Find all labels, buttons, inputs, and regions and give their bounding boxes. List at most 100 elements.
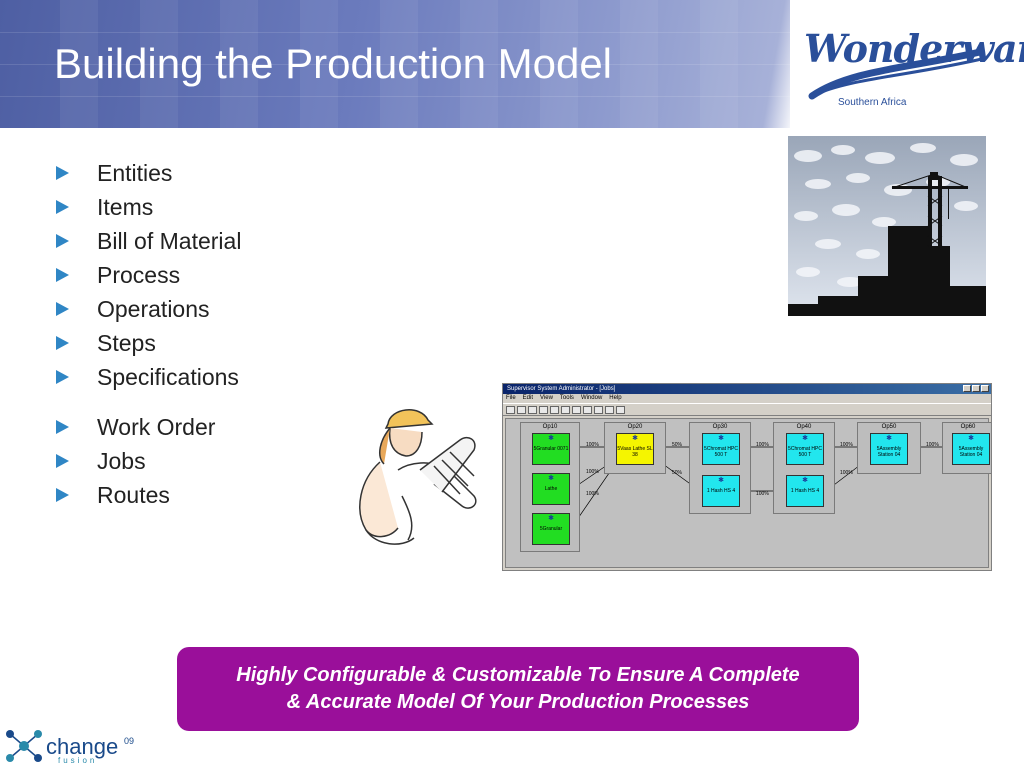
bullet-triangle-icon	[56, 420, 69, 434]
menu-window[interactable]: Window	[580, 395, 603, 401]
bullet-text: Process	[97, 261, 181, 288]
close-icon[interactable]	[981, 385, 989, 392]
step-node-label: Lathe	[544, 486, 558, 492]
bullet-item: Work Order	[56, 410, 241, 444]
app-toolbar	[503, 403, 991, 416]
step-node[interactable]: 5Assembly Station 04	[870, 433, 908, 465]
menu-view[interactable]: View	[540, 395, 553, 401]
percent-label: 100%	[756, 442, 769, 448]
step-node-label: 5Granular	[539, 526, 563, 532]
bullet-item: Specifications	[56, 360, 241, 394]
toolbar-link-icon[interactable]	[583, 405, 592, 414]
bullet-triangle-icon	[56, 370, 69, 384]
step-node[interactable]: 5Granular	[532, 513, 570, 545]
menu-file[interactable]: File	[506, 395, 516, 401]
step-node-label: 5Chromat HPC 500 T	[788, 446, 822, 458]
bullet-triangle-icon	[56, 200, 69, 214]
bullet-triangle-icon	[56, 166, 69, 180]
bullet-item: Steps	[56, 326, 241, 360]
callout-line-2: & Accurate Model Of Your Production Proc…	[286, 691, 750, 713]
operation-label: Op60	[960, 424, 976, 430]
bullet-item: Process	[56, 258, 241, 292]
bullet-item: Bill of Material	[56, 224, 241, 258]
bullet-text: Entities	[97, 159, 173, 186]
engineer-clipart	[350, 400, 490, 548]
wonderware-brand-text: Wonderware	[804, 26, 1024, 71]
percent-label: 100%	[586, 491, 599, 497]
xchange-logo: change 09 fusion	[2, 722, 182, 768]
toolbar-settings-icon[interactable]	[605, 405, 614, 414]
app-title-bar: Supervisor System Administrator - [Jobs]	[503, 384, 991, 394]
bullet-triangle-icon	[56, 454, 69, 468]
bullet-text: Operations	[97, 295, 210, 322]
slide-title: Building the Production Model	[54, 40, 613, 87]
building-window-column	[540, 0, 578, 128]
bullet-item: Jobs	[56, 444, 241, 478]
bullet-item: Entities	[56, 156, 241, 190]
bullet-item: Items	[56, 190, 241, 224]
bullet-text: Steps	[97, 329, 156, 356]
step-node[interactable]: 1 Hash HS 4	[702, 475, 740, 507]
bullet-list: Entities Items Bill of Material Process …	[56, 156, 241, 512]
step-node[interactable]: 5Assembly Station 04	[952, 433, 990, 465]
building-window-column	[380, 0, 418, 128]
toolbar-save-icon[interactable]	[550, 405, 559, 414]
step-node[interactable]: 5Granular 0071	[532, 433, 570, 465]
bullet-triangle-icon	[56, 336, 69, 350]
bullet-text: Specifications	[97, 363, 239, 390]
slide-header: Building the Production Model Wonderware…	[0, 0, 1024, 128]
step-node[interactable]: 1 Hash HS 4	[786, 475, 824, 507]
maximize-icon[interactable]	[972, 385, 980, 392]
toolbar-new-icon[interactable]	[506, 405, 515, 414]
xchange-molecule-icon	[6, 730, 42, 762]
window-controls	[963, 385, 989, 392]
operation-label: Op50	[881, 424, 897, 430]
xchange-sub-text: fusion	[58, 756, 98, 765]
toolbar-open-icon[interactable]	[517, 405, 526, 414]
minimize-icon[interactable]	[963, 385, 971, 392]
percent-label: 100%	[586, 442, 599, 448]
toolbar-grid-icon[interactable]	[528, 405, 537, 414]
bullet-triangle-icon	[56, 234, 69, 248]
step-node[interactable]: 5Chromat HPC 500 T	[786, 433, 824, 465]
menu-edit[interactable]: Edit	[522, 395, 534, 401]
app-window-title: Supervisor System Administrator - [Jobs]	[507, 386, 616, 392]
operation-label: Op40	[796, 424, 812, 430]
building-window-column	[60, 0, 98, 128]
bullet-text: Routes	[97, 481, 170, 508]
bullet-text: Work Order	[97, 413, 216, 440]
percent-label: 50%	[672, 470, 683, 476]
bullet-triangle-icon	[56, 302, 69, 316]
wonderware-logo-mark	[808, 48, 987, 100]
step-node-label: 1 Hash HS 4	[790, 488, 820, 494]
percent-label: 100%	[586, 469, 599, 475]
step-node[interactable]: 5Vaas Lathe SL 38	[616, 433, 654, 465]
step-node[interactable]: Lathe	[532, 473, 570, 505]
operation-op20[interactable]: Op20	[604, 422, 666, 474]
wonderware-logo: Wonderware Southern Africa	[790, 0, 1024, 128]
toolbar-help-icon[interactable]	[616, 405, 625, 414]
bullet-triangle-icon	[56, 268, 69, 282]
bullet-text: Bill of Material	[97, 227, 242, 254]
step-node-label: 5Granular 0071	[533, 446, 569, 452]
highlight-callout: Highly Configurable & Customizable To En…	[177, 647, 859, 731]
operation-label: Op10	[542, 424, 558, 430]
building-window-column	[460, 0, 498, 128]
step-node-label: 5Vaas Lathe SL 38	[617, 446, 653, 458]
building-window-column	[700, 0, 738, 128]
wonderware-region-text: Southern Africa	[838, 97, 907, 108]
building-window-column	[220, 0, 258, 128]
menu-tools[interactable]: Tools	[559, 395, 574, 401]
building-floor-line	[0, 96, 790, 97]
toolbar-chart-icon[interactable]	[594, 405, 603, 414]
toolbar-arrange-icon[interactable]	[572, 405, 581, 414]
route-diagram-canvas: Op10 Op20 Op30 Op40 Op50 Op60 5Granular …	[505, 418, 991, 568]
menu-help[interactable]: Help	[609, 395, 622, 401]
step-node-label: 1 Hash HS 4	[706, 488, 736, 494]
building-floor-line	[0, 64, 790, 65]
step-node-label: 5Assembly Station 04	[958, 446, 984, 458]
toolbar-zoom-icon[interactable]	[561, 405, 570, 414]
step-node[interactable]: 5Chromat HPC 500 T	[702, 433, 740, 465]
step-node-label: 5Chromat HPC 500 T	[704, 446, 738, 458]
toolbar-list-icon[interactable]	[539, 405, 548, 414]
